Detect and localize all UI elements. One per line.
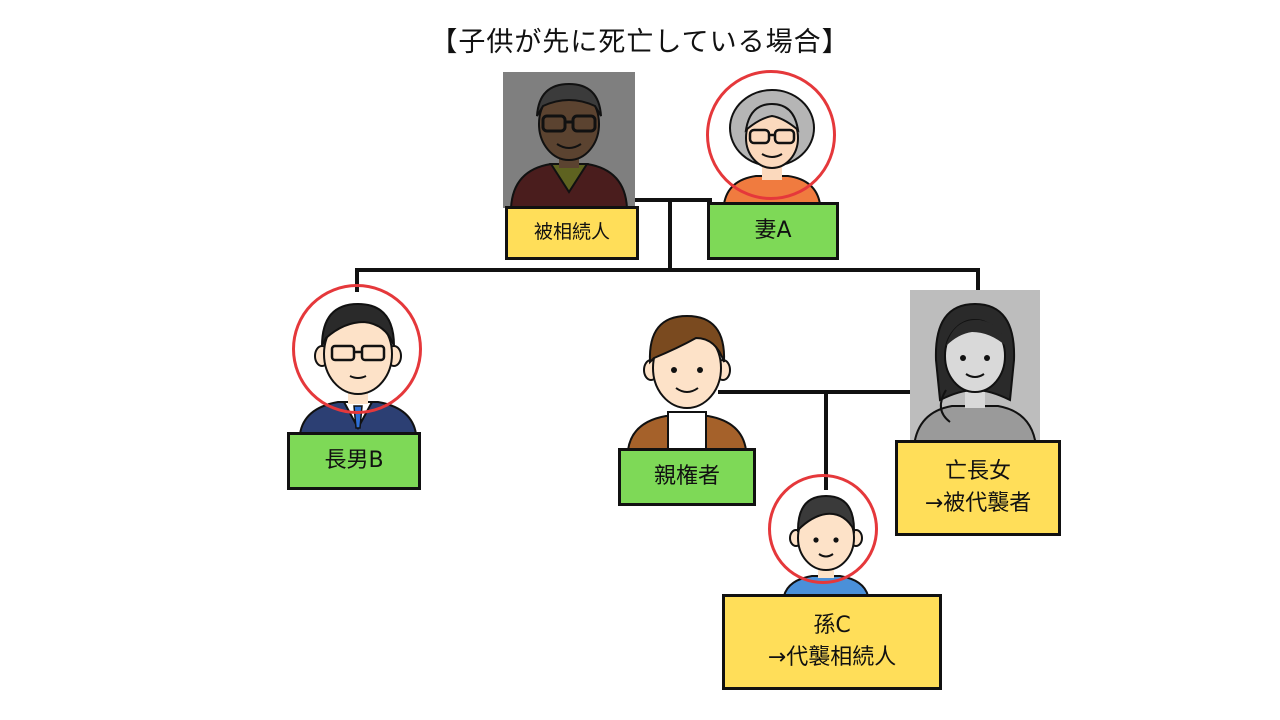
deceased-daughter-label: 亡長女 →被代襲者 xyxy=(895,440,1061,536)
deceased-daughter-label-line2: →被代襲者 xyxy=(924,491,1032,516)
decedent-label-text: 被相続人 xyxy=(533,221,610,244)
grandchild-label: 孫C →代襲相続人 xyxy=(722,594,942,690)
decedent-label: 被相続人 xyxy=(505,206,639,260)
grandchild-label-line2: →代襲相続人 xyxy=(767,645,897,670)
deceased-daughter-portrait xyxy=(910,290,1040,446)
grandchild-label-line1: 孫C xyxy=(813,613,851,639)
eldest-son-portrait xyxy=(296,288,420,434)
businessman-icon xyxy=(298,302,418,434)
elderly-woman-icon xyxy=(722,89,822,204)
eldest-son-label-text: 長男B xyxy=(324,448,384,474)
boy-icon xyxy=(782,494,870,596)
wife-portrait xyxy=(710,82,834,204)
decedent-portrait xyxy=(503,72,635,208)
woman-icon xyxy=(910,290,1040,446)
guardian-label-text: 親権者 xyxy=(653,464,720,490)
wife-label: 妻A xyxy=(707,202,839,260)
man-icon xyxy=(626,314,748,450)
diagram-title: 【子供が先に死亡している場合】 xyxy=(430,27,850,58)
wife-label-text: 妻A xyxy=(754,218,792,244)
eldest-son-label: 長男B xyxy=(287,432,421,490)
guardian-label: 親権者 xyxy=(618,448,756,506)
grandchild-portrait xyxy=(774,486,878,596)
guardian-portrait xyxy=(624,308,750,450)
deceased-daughter-label-line1: 亡長女 xyxy=(944,459,1011,485)
elderly-man-icon xyxy=(503,72,635,208)
